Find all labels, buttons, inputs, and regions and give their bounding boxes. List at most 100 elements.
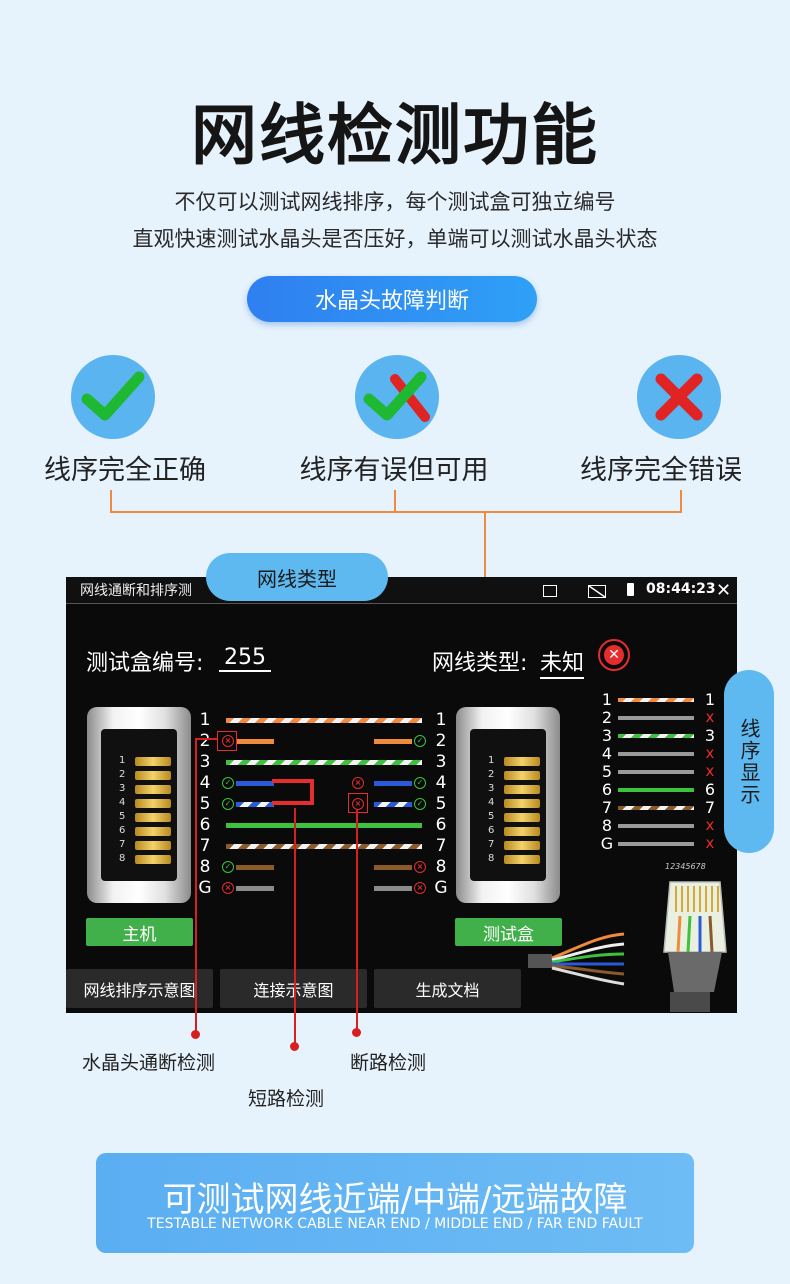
tester-pin-number: 3 xyxy=(435,752,447,772)
wire-right-stub xyxy=(374,865,412,870)
order-pin-number: 2 xyxy=(601,708,613,727)
host-pin-number: G xyxy=(198,878,212,898)
order-fail-mark: x xyxy=(705,762,715,780)
screen-off-icon[interactable] xyxy=(588,585,606,598)
status-label-usable: 线序有误但可用 xyxy=(299,455,489,486)
status-label-wrong: 线序完全错误 xyxy=(580,455,742,486)
order-wire xyxy=(618,716,694,720)
host-pin-number: 2 xyxy=(199,731,211,751)
bracket-tick-right xyxy=(680,490,682,512)
bracket-stem xyxy=(484,512,486,640)
order-wire xyxy=(618,752,694,756)
generate-document-button[interactable]: 生成文档 xyxy=(374,969,521,1008)
bracket-tick-mid xyxy=(394,490,396,512)
order-wire xyxy=(618,806,694,810)
rj45-connector-image xyxy=(663,881,727,1012)
subtitle-line-2: 直观快速测试水晶头是否压好，单端可以测试水晶头状态 xyxy=(132,227,658,251)
host-button[interactable]: 主机 xyxy=(86,918,193,946)
order-pin-result: 7 xyxy=(704,798,716,817)
order-pin-result: 3 xyxy=(704,726,716,745)
wire-left-stub xyxy=(236,865,274,870)
tester-pin-number: 2 xyxy=(435,731,447,751)
wire-order-diagram-button[interactable]: 网线排序示意图 xyxy=(66,969,213,1008)
jack-pin-number: 7 xyxy=(488,839,495,850)
jack-pin-number: 5 xyxy=(488,811,495,822)
battery-icon xyxy=(627,583,634,596)
order-pin-number: 1 xyxy=(601,690,613,709)
jack-pin xyxy=(504,855,540,864)
pin-fault-icon: × xyxy=(222,882,234,894)
order-pin-number: G xyxy=(600,834,614,853)
jack-pin xyxy=(135,841,171,850)
jack-pin xyxy=(504,799,540,808)
open-callout-line xyxy=(356,810,358,1030)
cable-type-value: 未知 xyxy=(540,645,585,679)
pin-fault-icon: × xyxy=(414,882,426,894)
tester-pin-number: 7 xyxy=(435,836,447,856)
jack-pin xyxy=(135,855,171,864)
order-fail-mark: x xyxy=(705,708,715,726)
cable-error-icon: ✕ xyxy=(598,639,630,671)
jack-pin-number: 2 xyxy=(488,769,495,780)
footer-title: 可测试网线近端/中端/远端故障 xyxy=(162,1180,628,1220)
order-pin-number: 7 xyxy=(601,798,613,817)
short-callout-dot xyxy=(290,1042,299,1051)
open-callout-dot xyxy=(352,1028,361,1037)
host-pin-number: 7 xyxy=(199,836,211,856)
short-circuit-marker xyxy=(272,779,314,805)
image-icon[interactable] xyxy=(543,585,557,597)
connection-diagram-button[interactable]: 连接示意图 xyxy=(220,969,367,1008)
status-bar xyxy=(66,577,737,604)
test-box-label: 测试盒编号: xyxy=(86,651,204,676)
host-pin-number: 1 xyxy=(199,710,211,730)
tester-pin-number: 4 xyxy=(435,773,447,793)
wire-through xyxy=(226,844,422,849)
cable-type-label: 网线类型: xyxy=(432,651,528,676)
status-label-correct: 线序完全正确 xyxy=(44,455,206,486)
app-title: 网线通断和排序测 xyxy=(80,583,192,599)
crimp-callout-tick xyxy=(195,738,217,740)
clock-time: 08:44:23 xyxy=(646,581,716,597)
jack-pin-number: 7 xyxy=(119,839,126,850)
section-pill: 水晶头故障判断 xyxy=(247,276,537,322)
cable-type-callout: 网线类型 xyxy=(206,553,388,601)
tester-pin-number: 5 xyxy=(435,794,447,814)
order-pin-number: 3 xyxy=(601,726,613,745)
jack-pin-number: 1 xyxy=(119,755,126,766)
bracket-line xyxy=(110,511,682,513)
test-box-value[interactable]: 255 xyxy=(219,645,271,672)
jack-pin-number: 4 xyxy=(119,797,126,808)
jack-pin-number: 3 xyxy=(488,783,495,794)
jack-pin xyxy=(504,757,540,766)
wire-left-stub xyxy=(236,802,274,807)
tester-pin-number: 6 xyxy=(435,815,447,835)
wire-order-callout: 线序显示 xyxy=(724,670,774,853)
host-pin-number: 6 xyxy=(199,815,211,835)
subtitle-line-1: 不仅可以测试网线排序，每个测试盒可独立编号 xyxy=(174,190,616,214)
order-wire xyxy=(618,734,694,738)
host-pin-number: 4 xyxy=(199,773,211,793)
jack-pin xyxy=(135,785,171,794)
pin-ok-icon: ✓ xyxy=(222,861,234,873)
order-pin-number: 8 xyxy=(601,816,613,835)
host-pin-number: 5 xyxy=(199,794,211,814)
jack-pin xyxy=(135,771,171,780)
wire-left-stub xyxy=(236,739,274,744)
order-wire xyxy=(618,770,694,774)
jack-pin-number: 6 xyxy=(119,825,126,836)
tester-pin-number: 1 xyxy=(435,710,447,730)
tester-button[interactable]: 测试盒 xyxy=(455,918,562,946)
pin-ok-icon: ✓ xyxy=(414,777,426,789)
jack-pin-number: 2 xyxy=(119,769,126,780)
jack-pin-number: 4 xyxy=(488,797,495,808)
open-fault-icon: × xyxy=(352,798,364,810)
jack-pin-number: 6 xyxy=(488,825,495,836)
jack-pin-number: 8 xyxy=(119,853,126,864)
close-icon[interactable]: ✕ xyxy=(716,580,732,601)
pin-ok-icon: ✓ xyxy=(222,777,234,789)
cable-fanout-image xyxy=(528,932,625,986)
crimp-fault-icon: × xyxy=(222,735,234,747)
jack-pin xyxy=(504,785,540,794)
